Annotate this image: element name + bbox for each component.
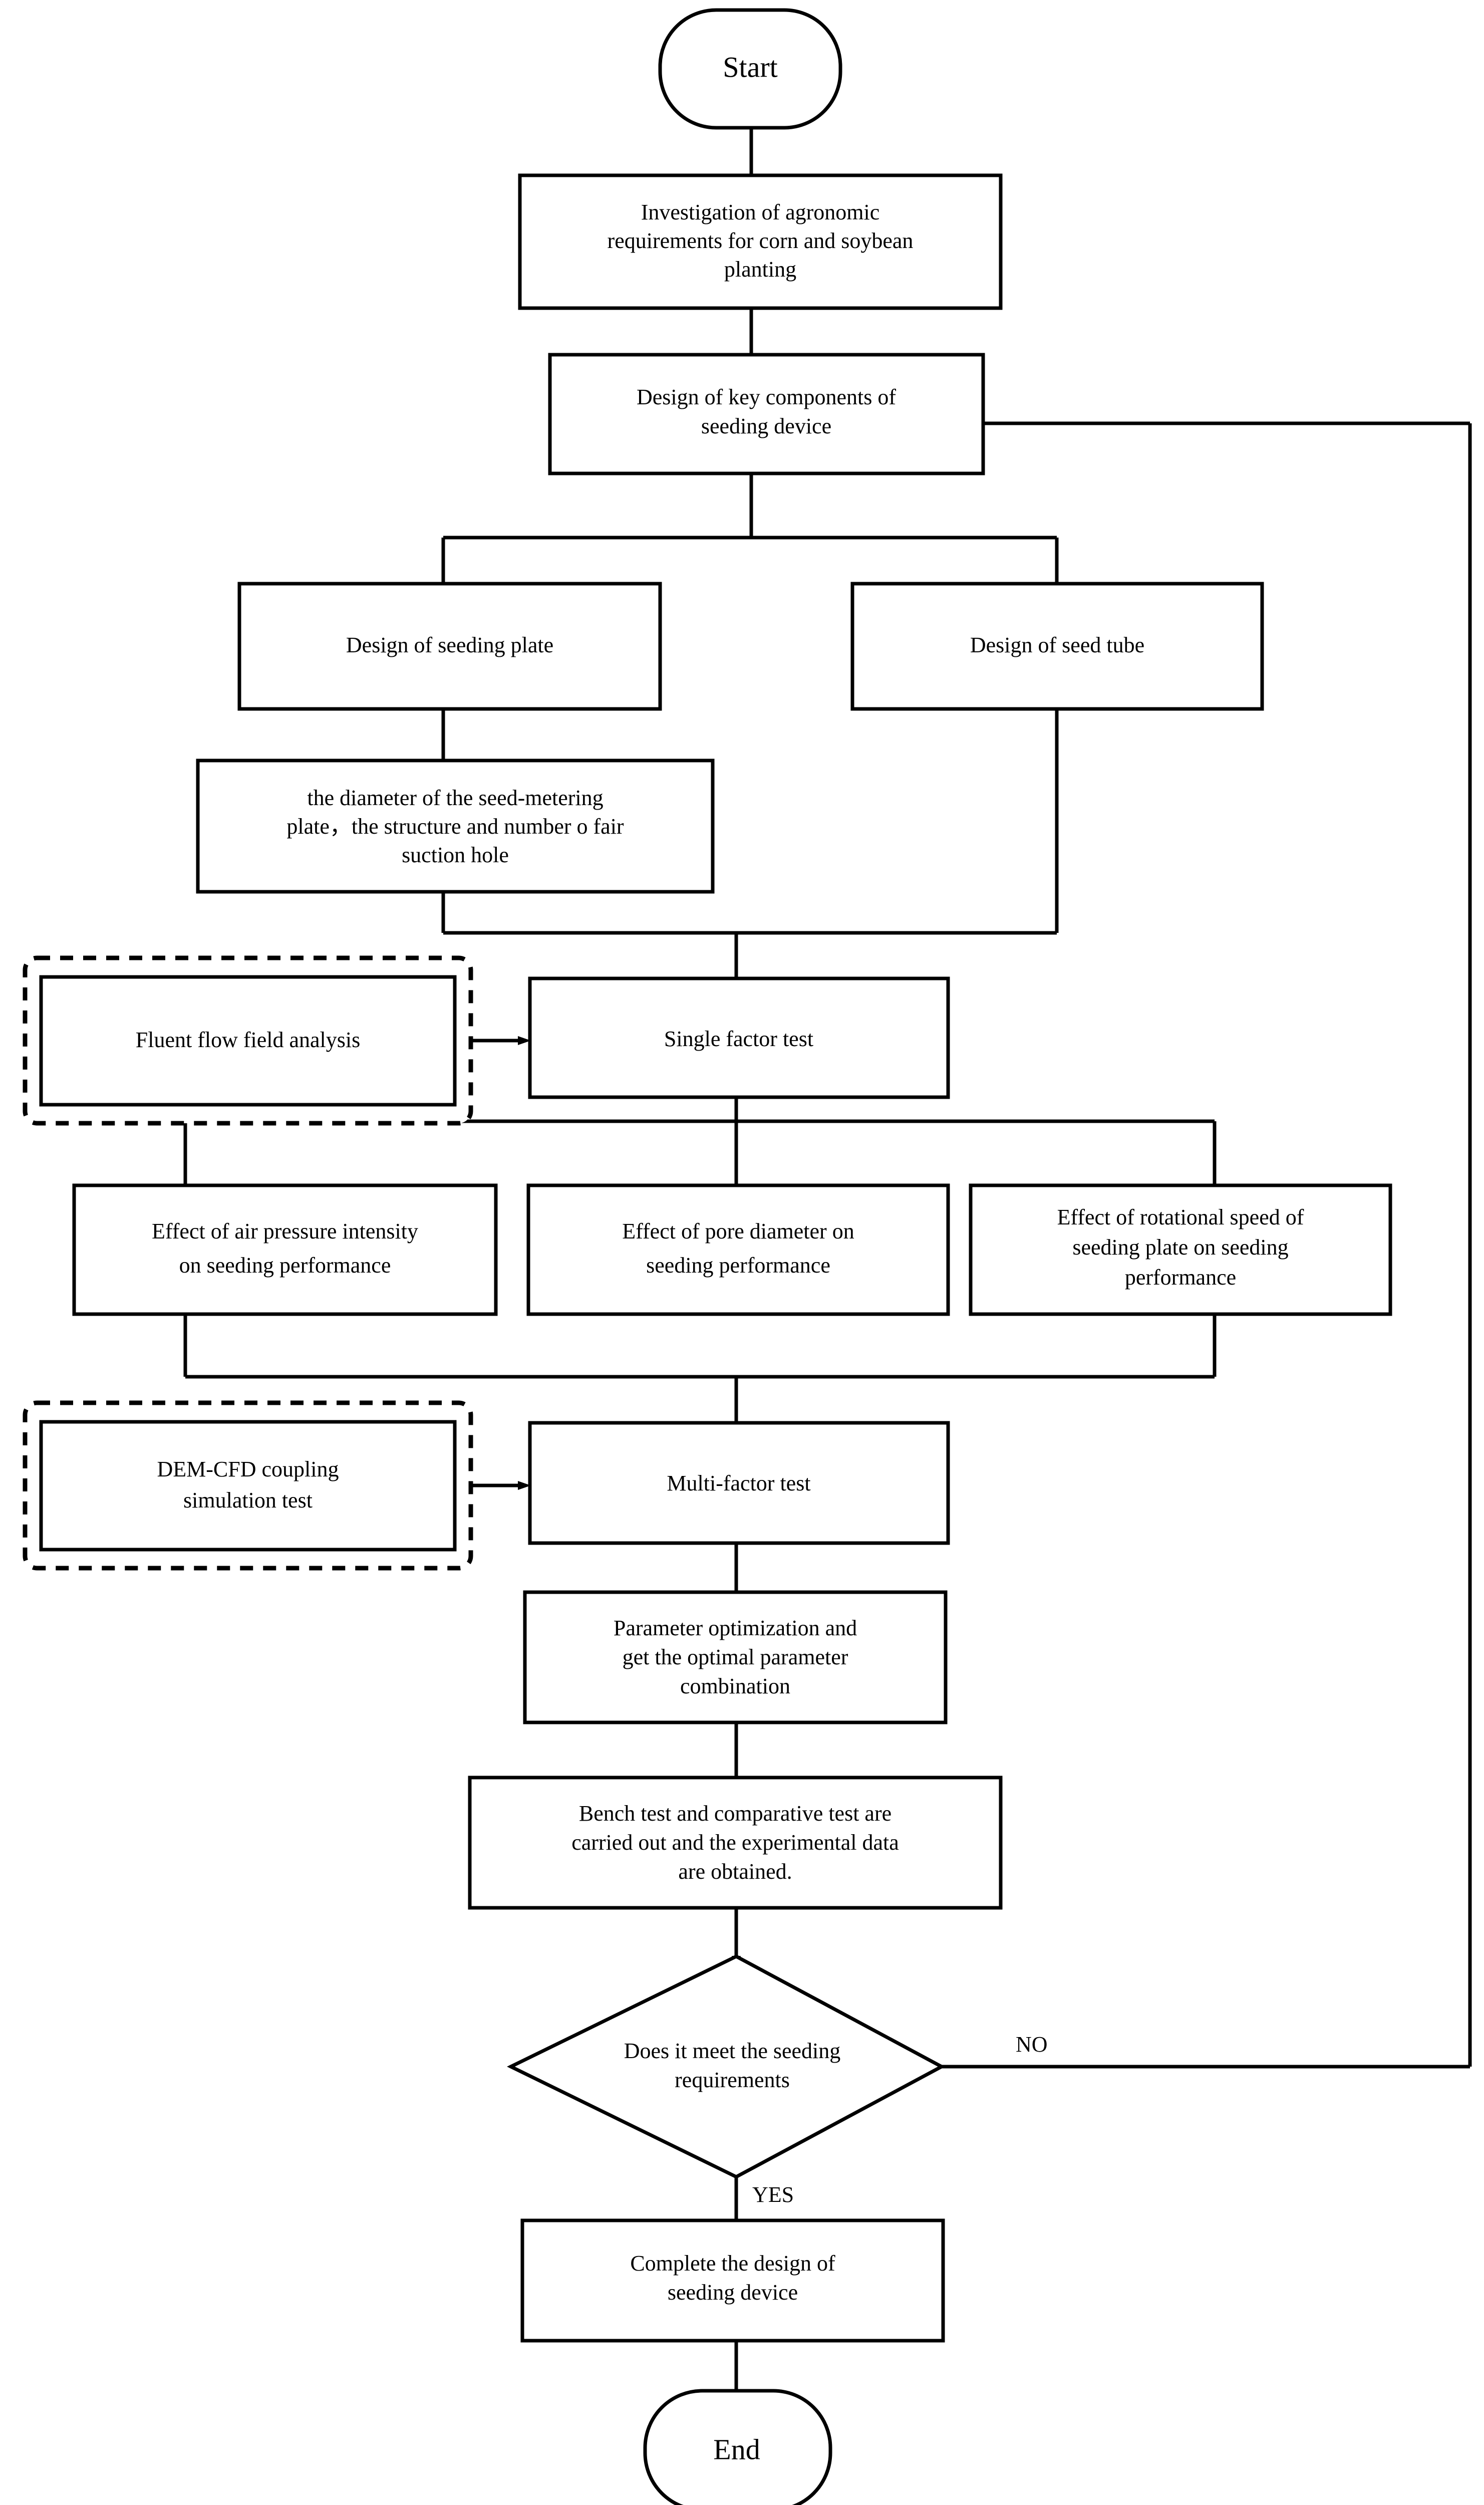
node-investigation-line-3: planting — [724, 257, 796, 282]
node-effect-rotational-speed[interactable]: Effect of rotational speed of seeding pl… — [969, 1183, 1392, 1316]
node-decision-line-1: Does it meet the seeding — [624, 2039, 841, 2063]
node-parameter-optimization-line-2: get the optimal parameter — [623, 1645, 848, 1669]
node-seeding-plate[interactable]: Design of seeding plate — [237, 582, 662, 711]
node-complete-design-line-1: Complete the design of — [630, 2251, 835, 2276]
node-key-components[interactable]: Design of key components of seeding devi… — [548, 353, 985, 475]
node-complete-design-line-2: seeding device — [668, 2280, 798, 2305]
node-dem-cfd-line-1: DEM-CFD coupling — [157, 1457, 339, 1481]
node-dem-cfd-coupling[interactable]: DEM-CFD coupling simulation test — [23, 1400, 473, 1571]
node-effect-air-pressure-line-1: Effect of air pressure intensity — [152, 1219, 418, 1243]
node-single-factor-test[interactable]: Single factor test — [528, 976, 950, 1099]
node-dem-cfd-line-2: simulation test — [183, 1488, 313, 1513]
connector-merge-to-single-factor — [441, 709, 1059, 991]
node-key-components-line-1: Design of key components of — [637, 385, 896, 409]
connector-key-components-fork — [439, 473, 1061, 596]
node-parameter-optimization[interactable]: Parameter optimization and get the optim… — [523, 1590, 948, 1724]
node-effect-rotational-speed-line-3: performance — [1125, 1265, 1236, 1290]
node-effect-air-pressure[interactable]: Effect of air pressure intensity on seed… — [72, 1183, 498, 1316]
node-plate-params-line-2: plate，the structure and number o fair — [286, 814, 624, 839]
node-fluent-label: Fluent flow field analysis — [136, 1028, 361, 1052]
node-investigation-line-2: requirements for corn and soybean — [608, 228, 914, 253]
node-plate-params-line-1: the diameter of the seed-metering — [307, 786, 603, 810]
node-bench-test-line-1: Bench test and comparative test are — [579, 1801, 892, 1826]
node-multi-factor-label: Multi-factor test — [667, 1471, 810, 1495]
node-start[interactable]: Start — [658, 8, 842, 130]
node-end-label: End — [713, 2433, 760, 2465]
node-effect-pore-diameter[interactable]: Effect of pore diameter on seeding perfo… — [526, 1183, 950, 1316]
node-seed-tube[interactable]: Design of seed tube — [850, 582, 1264, 711]
node-plate-params-line-3: suction hole — [402, 843, 509, 867]
node-parameter-optimization-line-3: combination — [680, 1674, 790, 1698]
node-seeding-plate-label: Design of seeding plate — [346, 633, 553, 657]
dem-cfd-inner-box — [39, 1420, 457, 1552]
node-start-label: Start — [723, 51, 778, 83]
node-effect-air-pressure-line-2: on seeding performance — [179, 1253, 391, 1278]
node-end[interactable]: End — [643, 2389, 832, 2505]
node-effect-pore-diameter-line-2: seeding performance — [646, 1253, 830, 1278]
node-effect-rotational-speed-line-2: seeding plate on seeding — [1072, 1235, 1288, 1260]
node-investigation-line-1: Investigation of agronomic — [641, 200, 880, 224]
node-complete-design[interactable]: Complete the design of seeding device — [520, 2218, 945, 2343]
node-bench-test[interactable]: Bench test and comparative test are carr… — [468, 1776, 1003, 1910]
connector-effects-merge-to-multi-factor — [183, 1314, 1217, 1435]
node-seed-tube-label: Design of seed tube — [970, 633, 1144, 657]
edge-label-yes: YES — [752, 2182, 794, 2207]
node-effect-rotational-speed-line-1: Effect of rotational speed of — [1057, 1205, 1304, 1229]
node-decision-seeding-requirements[interactable]: Does it meet the seeding requirements — [507, 1954, 946, 2179]
node-parameter-optimization-line-1: Parameter optimization and — [614, 1616, 857, 1640]
connector-decision-no-loop — [942, 419, 1472, 2069]
fluent-inner-box — [39, 975, 457, 1107]
node-effect-pore-diameter-line-1: Effect of pore diameter on — [622, 1219, 854, 1243]
node-investigation[interactable]: Investigation of agronomic requirements … — [518, 173, 1003, 310]
edge-label-no: NO — [1016, 2032, 1048, 2057]
node-multi-factor-test[interactable]: Multi-factor test — [528, 1421, 950, 1545]
node-bench-test-line-3: are obtained. — [678, 1859, 792, 1884]
node-single-factor-label: Single factor test — [664, 1027, 813, 1051]
node-decision-line-2: requirements — [675, 2068, 790, 2092]
node-fluent-flow-field-analysis[interactable]: Fluent flow field analysis — [23, 955, 473, 1126]
node-key-components-line-2: seeding device — [701, 414, 831, 438]
node-plate-params[interactable]: the diameter of the seed-metering plate，… — [196, 759, 715, 894]
node-bench-test-line-2: carried out and the experimental data — [571, 1830, 899, 1855]
